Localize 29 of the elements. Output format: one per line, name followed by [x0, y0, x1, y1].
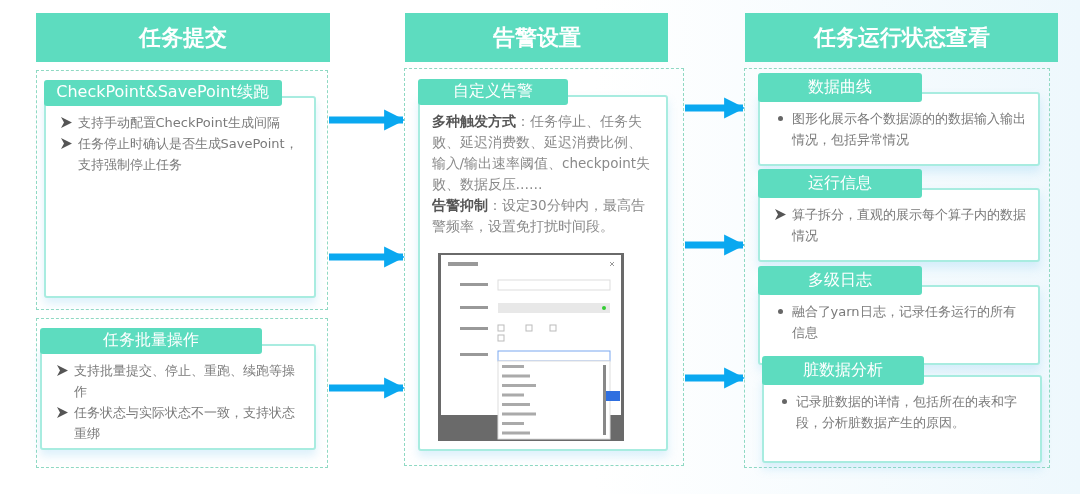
description-text: 告警抑制：设定30分钟内，最高告警频率，设置免打扰时间段。: [431, 195, 646, 236]
bullet-text: 支持批量提交、停止、重跑、续跑等操作: [73, 361, 296, 401]
column-title: 任务提交: [139, 23, 227, 52]
bullet-text: 融合了yarn日志，记录任务运行的所有信息: [791, 302, 1017, 342]
card-title-tab: CheckPoint&SavePoint续跑: [43, 79, 282, 106]
feature-card: [757, 72, 1040, 166]
dashed-frame: [404, 68, 684, 466]
bullet-text: 任务状态与实际状态不一致，支持状态重绑: [73, 403, 296, 443]
card-title-tab: 任务批量操作: [39, 327, 262, 354]
card-title-tab: 运行信息: [757, 168, 922, 198]
column-header: [405, 13, 668, 62]
dashed-frame: [36, 318, 328, 468]
card-title-tab: 自定义告警: [417, 78, 568, 105]
card-title-tab: 多级日志: [757, 265, 922, 295]
column-title: 告警设置: [492, 23, 581, 52]
column-header: [745, 13, 1058, 62]
feature-card: [757, 168, 1040, 262]
feature-card: [761, 355, 1042, 463]
description-text: 多种触发方式：任务停止、任务失败、延迟消费数、延迟消费比例、输入/输出速率阈值、checkpoint失败、数据反压……: [431, 111, 651, 194]
card-title-tab: 脏数据分析: [761, 355, 924, 385]
card-title-tab: 数据曲线: [757, 72, 922, 102]
dashed-frame: [744, 68, 1050, 468]
column-header: [36, 13, 330, 62]
column-title: 任务运行状态查看: [813, 23, 990, 52]
bullet-text: 图形化展示各个数据源的的数据输入输出情况，包括异常情况: [791, 109, 1026, 149]
bullet-text: 支持手动配置CheckPoint生成间隔: [77, 113, 281, 132]
bullet-text: 记录脏数据的详情，包括所在的表和字段，分析脏数据产生的原因。: [795, 392, 1018, 432]
bullet-text: 算子拆分，直观的展示每个算子内的数据情况: [791, 205, 1026, 245]
bullet-text: 任务停止时确认是否生成SavePoint，支持强制停止任务: [77, 134, 299, 174]
